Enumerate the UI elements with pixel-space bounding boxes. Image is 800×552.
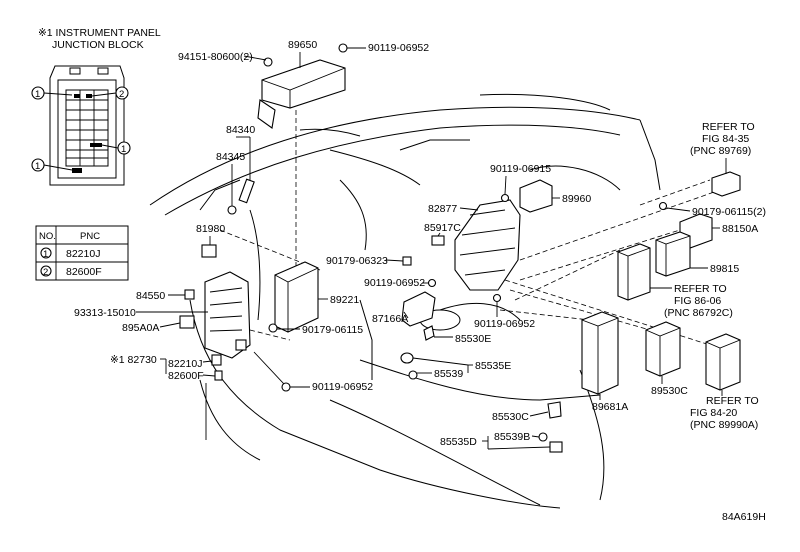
callout-90119-06952-right: 90119-06952 xyxy=(474,318,535,330)
part-84340-switch xyxy=(227,178,255,215)
callout-89815: 89815 xyxy=(710,263,739,275)
refer-1-line3: (PNC 89769) xyxy=(690,145,751,157)
callout-82877: 82877 xyxy=(428,203,457,215)
junction-block-inset: ※1 INSTRUMENT PANEL JUNCTION BLOCK 1 2 xyxy=(31,27,161,186)
part-85539 xyxy=(400,352,418,380)
refer-2-line2: FIG 86-06 xyxy=(674,295,721,307)
refer-3-line2: FIG 84-20 xyxy=(690,407,737,419)
part-82210J xyxy=(211,354,222,366)
callout-90119-06915: 90119-06915 xyxy=(490,163,551,175)
table-header-no: NO. xyxy=(39,231,56,242)
inset-marker-1c-label: 1 xyxy=(35,161,40,172)
table-row-2-pnc: 82600F xyxy=(66,266,102,278)
refer-3-line3: (PNC 89990A) xyxy=(690,419,758,431)
table-row-1-no: 1 xyxy=(43,249,48,260)
callout-90179-06115: 90179-06115 xyxy=(302,324,363,336)
refer-1-line2: FIG 84-35 xyxy=(702,133,749,145)
refer-2-line3: (PNC 86792C) xyxy=(664,307,733,319)
part-85917C xyxy=(431,235,445,246)
refer-1-line1: REFER TO xyxy=(702,121,755,133)
part-89530C xyxy=(645,321,681,377)
part-89815 xyxy=(655,231,691,277)
callout-90179-06115-2: 90179-06115(2) xyxy=(692,206,766,218)
callout-89221: 89221 xyxy=(330,294,359,306)
inset-title-line1: ※1 INSTRUMENT PANEL xyxy=(38,27,161,39)
callouts: 94151-80600(2) 89650 90119-06952 84340 8… xyxy=(74,39,766,523)
inset-marker-1b-label: 1 xyxy=(121,144,126,155)
callout-82210J: 82210J xyxy=(168,358,202,370)
part-89990A-ref xyxy=(705,333,741,391)
callout-90119-06952-mid: 90119-06952 xyxy=(364,277,425,289)
callout-85535E: 85535E xyxy=(475,360,511,372)
part-89960 xyxy=(500,179,553,213)
callout-82600F: 82600F xyxy=(168,370,204,382)
part-85539B xyxy=(538,432,563,453)
part-82877-bracket xyxy=(454,199,521,303)
callout-895A0A: 895A0A xyxy=(122,322,159,334)
bolt-90119-mid xyxy=(427,278,437,288)
callout-81980: 81980 xyxy=(196,223,225,235)
part-89650-module xyxy=(257,43,348,129)
table-row-2-no: 2 xyxy=(43,267,48,278)
fuse-grid xyxy=(65,89,109,173)
callout-94151-80600: 94151-80600(2) xyxy=(178,51,253,63)
callout-82730: ※1 82730 xyxy=(110,354,157,366)
part-89769-ref xyxy=(711,171,741,197)
part-84550 xyxy=(184,289,195,300)
part-81980-relay xyxy=(201,244,217,258)
callout-85530E: 85530E xyxy=(455,333,491,345)
table-row-1-pnc: 82210J xyxy=(66,248,100,260)
instrument-panel-outline xyxy=(149,93,661,509)
inset-marker-2-label: 2 xyxy=(119,89,124,100)
callout-84550: 84550 xyxy=(136,290,165,302)
part-90179-06323 xyxy=(402,256,412,266)
pnc-table: NO. PNC 1 82210J 2 82600F xyxy=(35,225,129,281)
part-86792C-ref xyxy=(617,243,651,301)
callout-84345: 84345 xyxy=(216,151,245,163)
callout-89650: 89650 xyxy=(288,39,317,51)
callout-90179-06323: 90179-06323 xyxy=(326,255,388,267)
callout-89681A: 89681A xyxy=(592,401,628,413)
callout-85535D: 85535D xyxy=(440,436,477,448)
callout-84340: 84340 xyxy=(226,124,255,136)
part-89221-ecu xyxy=(268,261,319,333)
part-82600F xyxy=(214,370,223,381)
part-89681A xyxy=(581,311,619,395)
callout-93313-15010: 93313-15010 xyxy=(74,307,136,319)
inset-marker-1a-label: 1 xyxy=(35,89,40,100)
part-85530E xyxy=(423,325,435,341)
refer-3-line1: REFER TO xyxy=(706,395,759,407)
part-895A0A xyxy=(179,315,195,329)
callout-85539B: 85539B xyxy=(494,431,530,443)
refer-2-line1: REFER TO xyxy=(674,283,727,295)
callout-85539: 85539 xyxy=(434,368,463,380)
callout-90119-06952-bottom: 90119-06952 xyxy=(312,381,373,393)
callout-88150A: 88150A xyxy=(722,223,758,235)
callout-85530C: 85530C xyxy=(492,411,529,423)
callout-89530C: 89530C xyxy=(651,385,688,397)
callout-89960: 89960 xyxy=(562,193,591,205)
callout-85917C: 85917C xyxy=(424,222,461,234)
part-85530C xyxy=(547,401,562,419)
inset-title-line2: JUNCTION BLOCK xyxy=(52,39,144,51)
figure-code: 84A619H xyxy=(722,511,766,523)
callout-87166A: 87166A xyxy=(372,313,408,325)
part-87166A xyxy=(401,291,436,327)
callout-90119-06952-top: 90119-06952 xyxy=(368,42,429,54)
part-82730-junction-block xyxy=(204,271,251,359)
bolt-90119-bottom xyxy=(281,382,291,392)
table-header-pnc: PNC xyxy=(80,231,100,242)
